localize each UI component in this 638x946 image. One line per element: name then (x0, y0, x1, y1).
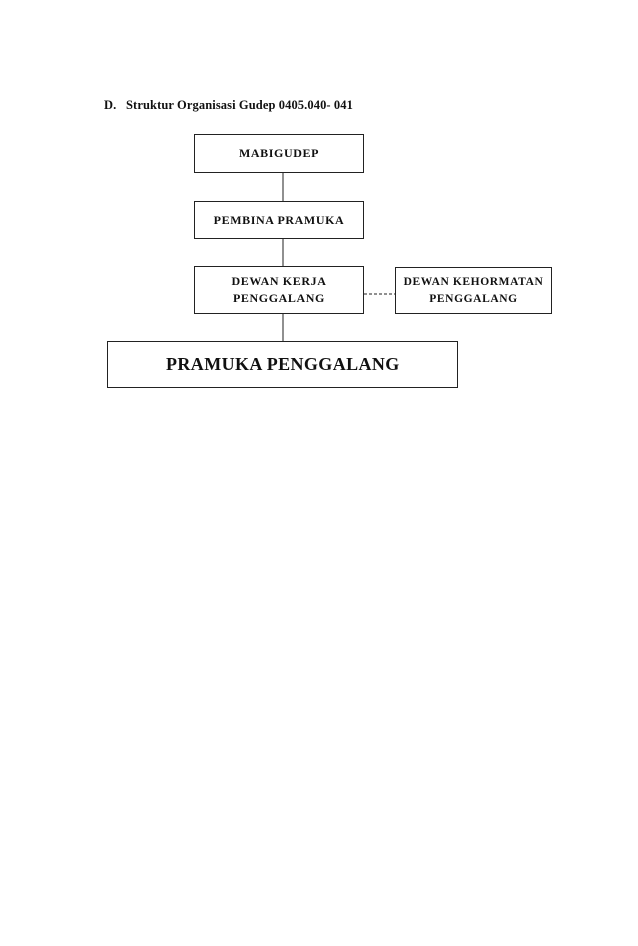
node-dewan-kerja-penggalang: DEWAN KERJA PENGGALANG (194, 266, 364, 314)
node-pramuka-penggalang: PRAMUKA PENGGALANG (107, 341, 458, 388)
node-label: MABIGUDEP (238, 146, 320, 160)
section-title: Struktur Organisasi Gudep 0405.040- 041 (126, 98, 353, 112)
node-label: PRAMUKA PENGGALANG (166, 354, 400, 374)
node-label-line-1: DEWAN KERJA (231, 274, 327, 288)
section-letter: D. (104, 98, 117, 112)
node-dewan-kehormatan-penggalang: DEWAN KEHORMATAN PENGGALANG (395, 267, 552, 314)
node-label-line-1: DEWAN KEHORMATAN (403, 275, 544, 288)
node-label-line-2: PENGGALANG (429, 292, 518, 305)
node-pembina-pramuka: PEMBINA PRAMUKA (194, 201, 364, 239)
node-label: PEMBINA PRAMUKA (213, 212, 345, 227)
node-label-line-2: PENGGALANG (232, 291, 325, 305)
node-mabigudep: MABIGUDEP (194, 134, 364, 173)
section-heading: D. Struktur Organisasi Gudep 0405.040- 04… (104, 98, 353, 113)
